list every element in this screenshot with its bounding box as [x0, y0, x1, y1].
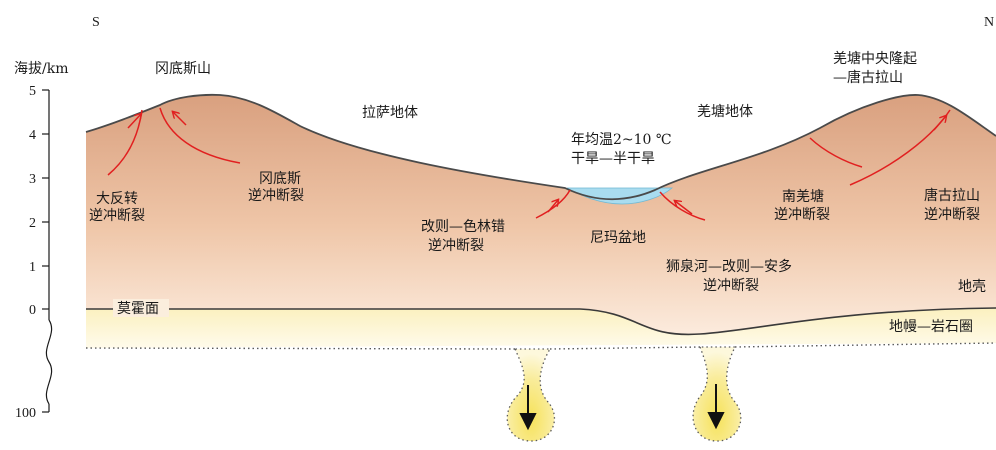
- axis-break-squiggle: [46, 320, 51, 404]
- climate-label-line1: 年均温2~10 ℃: [571, 132, 672, 148]
- nima-basin-label: 尼玛盆地: [590, 230, 646, 246]
- south-marker: S: [92, 15, 100, 30]
- gaize-selinco-fault-label-line1: 改则—色林错: [421, 218, 505, 235]
- axis-title: 海拔/km: [14, 61, 68, 77]
- tanggula-fault-label-line2: 逆冲断裂: [924, 207, 980, 223]
- gaize-selinco-fault-label-line2: 逆冲断裂: [428, 238, 484, 254]
- great-reverse-fault-label-line2: 逆冲断裂: [89, 208, 145, 224]
- gangdise-mountain-label: 冈底斯山: [155, 61, 211, 77]
- tick-label-100: 100: [15, 406, 36, 421]
- tick-label-0: 0: [29, 303, 36, 318]
- tick-label-4: 4: [29, 128, 36, 143]
- tick-label-1: 1: [29, 260, 36, 275]
- lithosphere-drip-left: [507, 349, 554, 441]
- shiquanhe-fault-label-line2: 逆冲断裂: [703, 278, 759, 294]
- moho-label: 莫霍面: [117, 301, 159, 317]
- central-uplift-label-line2: —唐古拉山: [833, 69, 903, 86]
- climate-label-line2: 干旱—半干旱: [571, 151, 655, 167]
- tick-label-3: 3: [29, 172, 36, 187]
- tick-label-5: 5: [29, 84, 36, 99]
- shiquanhe-fault-label-line1: 狮泉河—改则—安多: [666, 258, 792, 275]
- south-qiangtang-fault-label-line2: 逆冲断裂: [774, 207, 830, 223]
- north-marker: N: [984, 15, 994, 30]
- qiangtang-block-label: 羌塘地体: [697, 104, 753, 120]
- lhasa-block-label: 拉萨地体: [362, 105, 418, 121]
- mantle-lithosphere-label: 地幔—岩石圈: [889, 319, 973, 335]
- tanggula-fault-label-line1: 唐古拉山: [924, 187, 980, 204]
- great-reverse-fault-label-line1: 大反转: [96, 191, 138, 207]
- tick-label-2: 2: [29, 216, 36, 231]
- central-uplift-label-line1: 羌塘中央隆起: [833, 51, 917, 67]
- gangdise-fault-label-line2: 逆冲断裂: [248, 188, 304, 204]
- gangdise-fault-label-line1: 冈底斯: [259, 171, 301, 187]
- south-qiangtang-fault-label-line1: 南羌塘: [782, 189, 824, 205]
- crust-label: 地壳: [958, 278, 986, 295]
- elevation-axis: [42, 90, 52, 412]
